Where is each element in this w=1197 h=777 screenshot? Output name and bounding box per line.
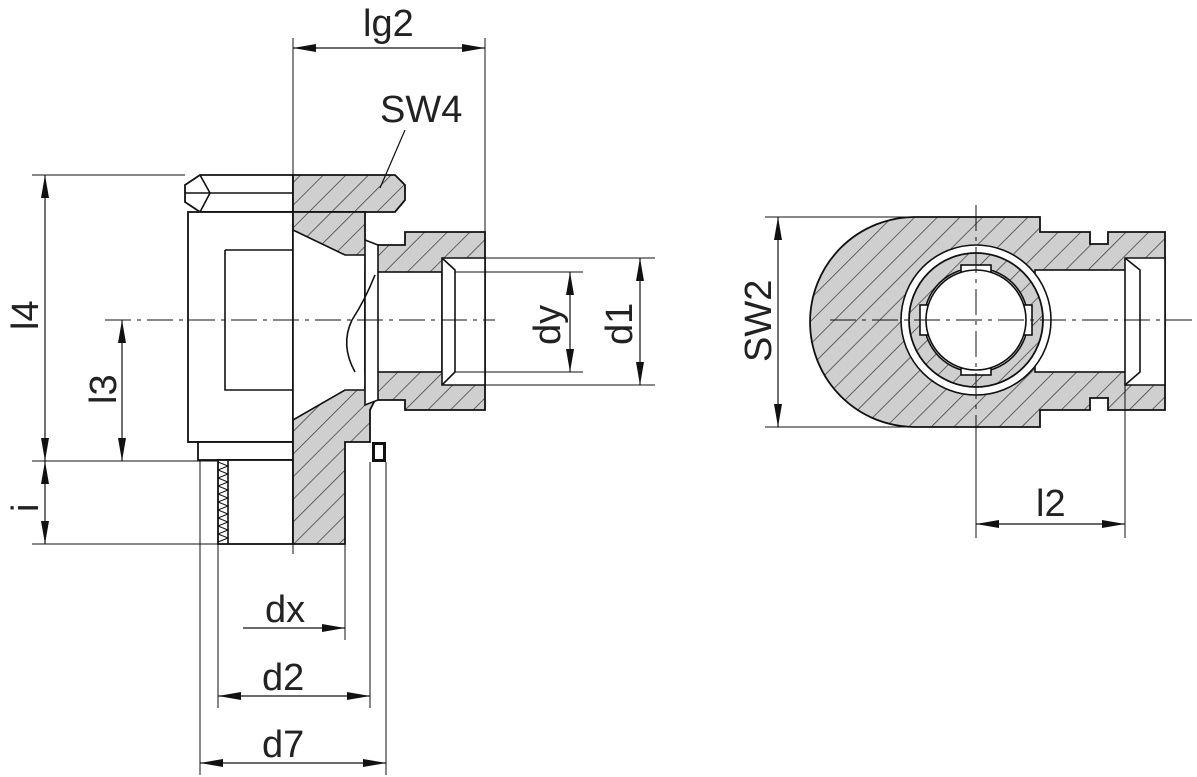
dim-label-d1: d1 bbox=[599, 303, 641, 345]
dim-label-d2: d2 bbox=[262, 657, 304, 699]
dim-label-l2: l2 bbox=[1036, 483, 1066, 525]
dim-label-lg2: lg2 bbox=[363, 3, 414, 45]
dim-label-dx: dx bbox=[265, 589, 305, 631]
hex-nut-section bbox=[292, 174, 406, 213]
dim-label-sw4: SW4 bbox=[380, 89, 462, 131]
thread-lines bbox=[216, 460, 230, 544]
dim-label-l4: l4 bbox=[5, 300, 47, 330]
dim-label-sw2: SW2 bbox=[738, 280, 780, 362]
dimensions-right: SW2 l2 bbox=[738, 216, 1126, 538]
dim-label-l3: l3 bbox=[83, 374, 125, 404]
banjo-body-exterior bbox=[187, 211, 294, 443]
threaded-stud bbox=[217, 459, 294, 545]
dim-label-d7: d7 bbox=[262, 724, 304, 766]
side-section-view bbox=[105, 150, 495, 560]
top-section-view bbox=[809, 205, 1197, 440]
dimensions-left: lg2 SW4 l4 l3 i dy d1 bbox=[5, 3, 655, 775]
dim-label-i: i bbox=[5, 504, 47, 512]
dim-label-dy: dy bbox=[527, 305, 569, 345]
